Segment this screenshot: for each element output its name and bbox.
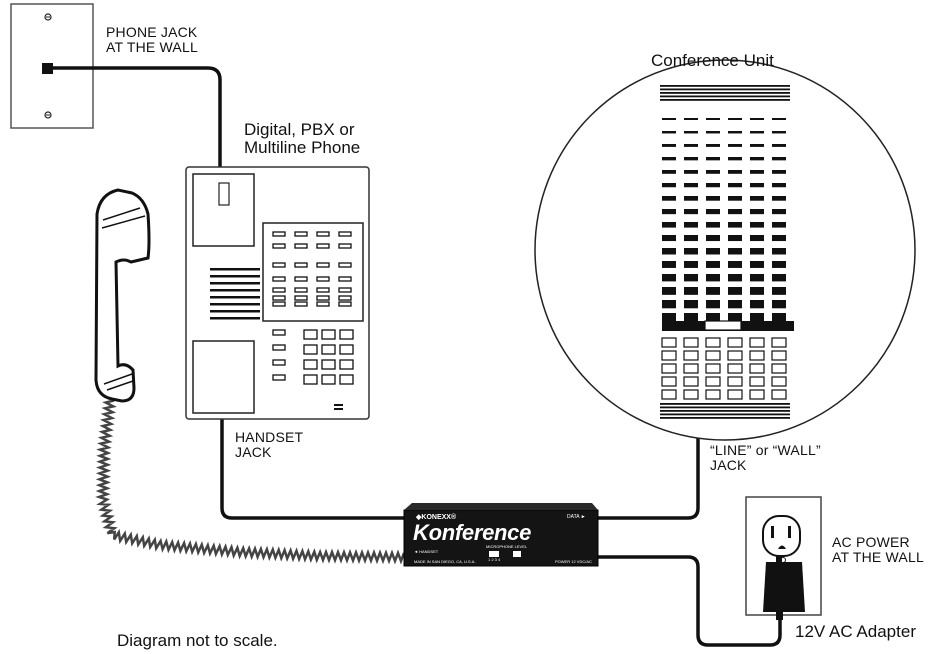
conference-unit-label: Conference Unit	[651, 51, 774, 70]
handset-jack-label: HANDSET JACK	[235, 430, 303, 459]
phone-jack-label-line1: PHONE JACK	[106, 24, 198, 40]
handset-jack-label-line2: JACK	[235, 443, 272, 460]
device-made-in: MADE IN SAN DIEGO, CA, U.S.A.	[414, 559, 476, 564]
power-cable	[598, 555, 782, 647]
multiline-phone	[185, 166, 370, 420]
line-jack-cable	[598, 435, 700, 520]
device-dip-label: MICROPHONE LEVEL	[486, 544, 528, 549]
wall-phone-jack	[10, 3, 94, 129]
device-dip-numbers: 1 2 3 4	[488, 557, 501, 562]
handset-coiled-cord	[95, 399, 406, 565]
phone-label: Digital, PBX or Multiline Phone	[244, 121, 360, 157]
device-power-port-label: POWER 12 VDC/AC	[555, 559, 592, 564]
ac-adapter	[763, 556, 805, 620]
ac-power-label-line2: AT THE WALL	[832, 548, 924, 565]
line-jack-label-line1: “LINE” or “WALL”	[710, 442, 821, 458]
phone-jack-label-line2: AT THE WALL	[106, 38, 198, 55]
adapter-label: 12V AC Adapter	[795, 622, 916, 641]
ac-power-label: AC POWER AT THE WALL	[832, 535, 924, 564]
konference-device	[403, 503, 599, 567]
phone-jack-label: PHONE JACK AT THE WALL	[106, 25, 198, 54]
line-jack-label-line2: JACK	[710, 456, 747, 473]
wall-to-phone-cable	[52, 66, 222, 168]
device-name: Konference	[413, 520, 532, 545]
handset-jack-label-line1: HANDSET	[235, 429, 304, 445]
line-jack-label: “LINE” or “WALL” JACK	[710, 443, 821, 472]
conference-unit	[534, 59, 916, 441]
scale-note: Diagram not to scale.	[117, 631, 278, 650]
device-brand: ◆KONEXX®	[416, 514, 457, 521]
cables	[52, 66, 782, 647]
phone-label-line1: Digital, PBX or	[244, 120, 355, 139]
handset-jack-cable	[220, 418, 404, 520]
phone-label-line2: Multiline Phone	[244, 137, 361, 157]
handset	[94, 188, 151, 403]
device-data-port-label: DATA ►	[567, 514, 586, 520]
ac-power-label-line1: AC POWER	[832, 534, 910, 550]
device-handset-port-label: ◄ HANDSET	[414, 549, 439, 554]
